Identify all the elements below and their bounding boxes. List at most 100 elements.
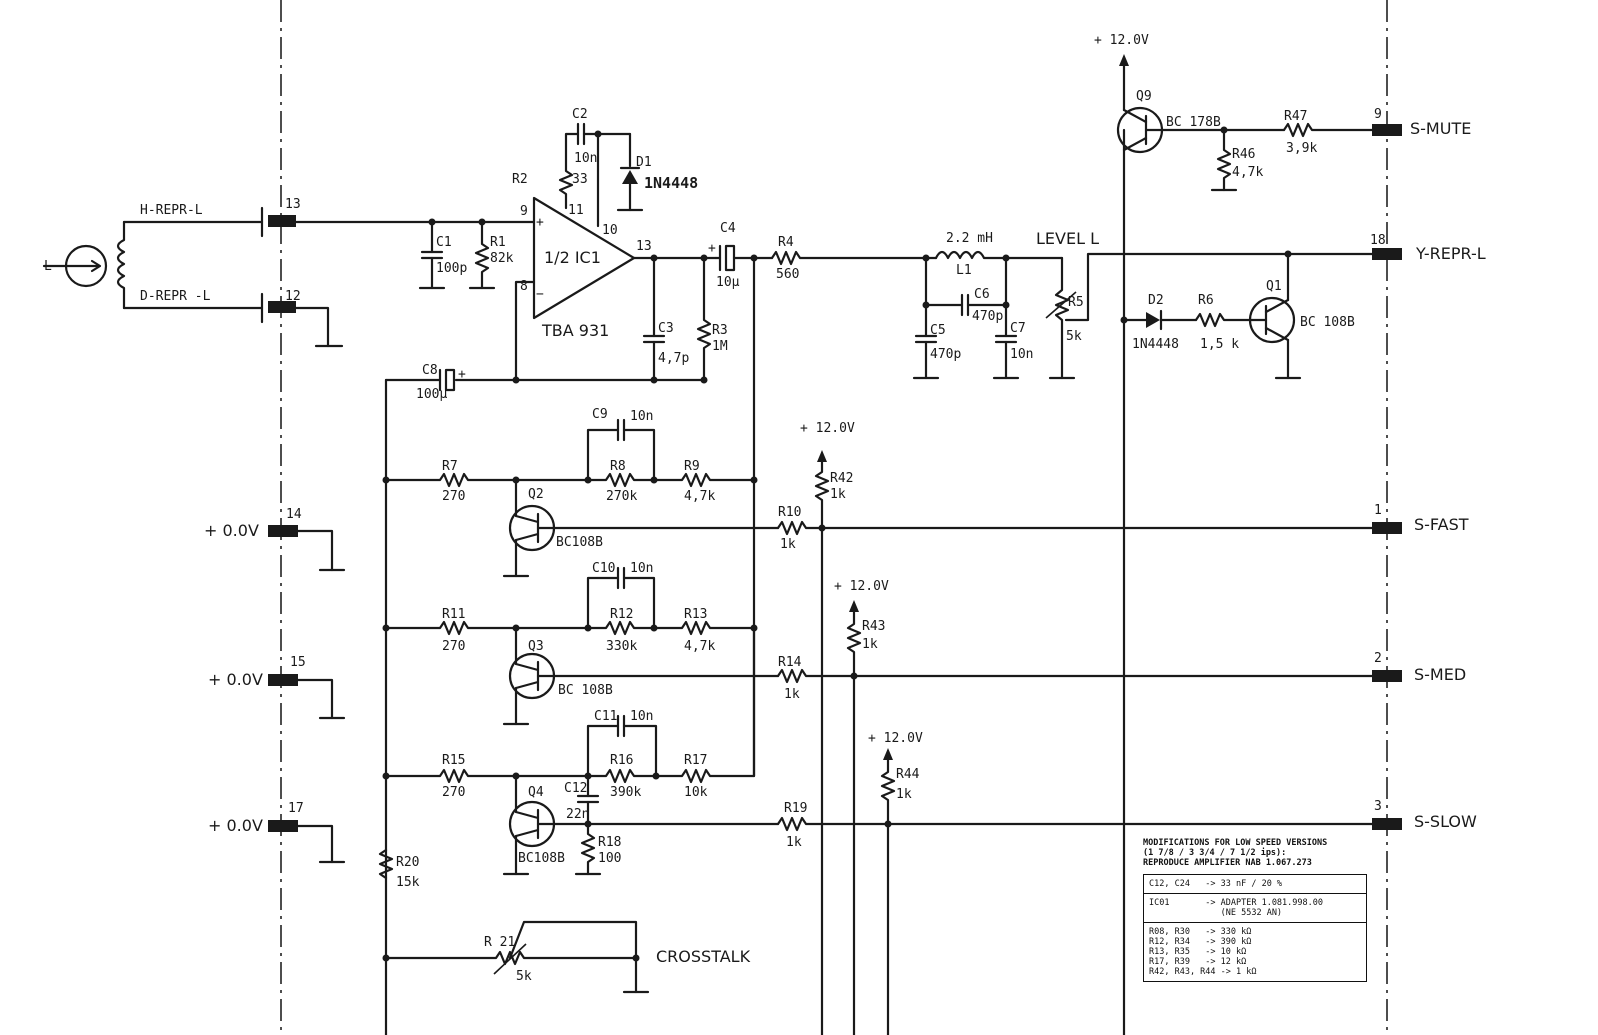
ic1-part: TBA 931 (541, 321, 609, 340)
r47-label: R47 (1284, 109, 1307, 124)
pin-15-label: 15 (290, 655, 306, 670)
r44-supply-label: + 12.0V (868, 731, 923, 746)
r44-label: R44 (896, 767, 920, 782)
c6-label: C6 (974, 287, 990, 302)
pin-18-label: 18 (1370, 233, 1386, 248)
r13-label: R13 (684, 607, 707, 622)
pin-12-label: 12 (285, 289, 301, 304)
r17-value: 10k (684, 785, 708, 800)
r42-value: 1k (830, 487, 846, 502)
r12-value: 330k (606, 639, 637, 654)
c11-label: C11 (594, 709, 617, 724)
note-title: MODIFICATIONS FOR LOW SPEED VERSIONS (1 … (1143, 838, 1328, 868)
pin-13-label: 13 (285, 197, 301, 212)
transistor-q3 (502, 626, 780, 726)
r2-label: R2 (512, 172, 528, 187)
c3-label: C3 (658, 321, 674, 336)
note-row-1: C12, C24 -> 33 nF / 20 % (1143, 874, 1367, 894)
ic-pin-10: 10 (602, 223, 618, 238)
c4-label: C4 (720, 221, 736, 236)
c5-value: 470p (930, 347, 961, 362)
r18-label: R18 (598, 835, 621, 850)
c12-label: C12 (564, 781, 587, 796)
s-mute-label: S-MUTE (1410, 119, 1471, 138)
r18-value: 100 (598, 851, 621, 866)
pin-9 (1372, 124, 1402, 136)
pin-9-label: 9 (1374, 107, 1382, 122)
c1-value: 100p (436, 261, 467, 276)
d1-label: D1 (636, 155, 652, 170)
r42-label: R42 (830, 471, 853, 486)
r20-label: R20 (396, 855, 419, 870)
d1-value: 1N4448 (644, 174, 698, 192)
r14-label: R14 (778, 655, 802, 670)
r3-label: R3 (712, 323, 728, 338)
l1-label: L1 (956, 263, 972, 278)
d2-label: D2 (1148, 293, 1164, 308)
r13-value: 4,7k (684, 639, 715, 654)
c11-value: 10n (630, 709, 653, 724)
q1-label: Q1 (1266, 279, 1282, 294)
pin-3 (1372, 818, 1402, 830)
pin-14-voltage: + 0.0V (204, 521, 259, 540)
r16-value: 390k (610, 785, 641, 800)
c12-value: 22n (566, 807, 589, 822)
note-row-2: IC01 -> ADAPTER 1.081.998.00 (NE 5532 AN… (1143, 894, 1367, 923)
opamp-ic1 (532, 196, 636, 320)
s-fast-label: S-FAST (1414, 515, 1469, 534)
opamp-minus: − (536, 287, 544, 302)
c9-label: C9 (592, 407, 608, 422)
r14-value: 1k (784, 687, 800, 702)
c5-label: C5 (930, 323, 946, 338)
pin-2-label: 2 (1374, 651, 1382, 666)
transistor-q9 (1116, 106, 1286, 154)
r1-value: 82k (490, 251, 514, 266)
c2-value: 10n (574, 151, 597, 166)
s-slow-label: S-SLOW (1414, 812, 1477, 831)
q9-label: Q9 (1136, 89, 1152, 104)
ic-pin-11: 11 (568, 203, 584, 218)
c6-value: 470p (972, 309, 1003, 324)
q3-value: BC 108B (558, 683, 613, 698)
r10-value: 1k (780, 537, 796, 552)
pin-15 (268, 674, 298, 686)
r15-value: 270 (442, 785, 465, 800)
pin-18 (1372, 248, 1402, 260)
pin-13 (268, 215, 296, 227)
q9-supply-label: + 12.0V (1094, 33, 1149, 48)
r6-label: R6 (1198, 293, 1214, 308)
pin-2 (1372, 670, 1402, 682)
c7-value: 10n (1010, 347, 1033, 362)
pin-3-label: 3 (1374, 799, 1382, 814)
r9-label: R9 (684, 459, 700, 474)
s-med-label: S-MED (1414, 665, 1466, 684)
r16-label: R16 (610, 753, 633, 768)
r7-label: R7 (442, 459, 458, 474)
r9-value: 4,7k (684, 489, 715, 504)
note-box-background (1138, 832, 1374, 1035)
r43-supply-label: + 12.0V (834, 579, 889, 594)
c2-label: C2 (572, 107, 588, 122)
ic1-label: 1/2 IC1 (544, 248, 601, 267)
c8-value: 100µ (416, 387, 447, 402)
opamp-plus: + (536, 215, 544, 230)
q3-label: Q3 (528, 639, 544, 654)
r3-value: 1M (712, 339, 728, 354)
pin-1 (1372, 522, 1402, 534)
r5-label: R5 (1068, 295, 1084, 310)
diode-d1 (616, 132, 644, 212)
modification-note: MODIFICATIONS FOR LOW SPEED VERSIONS (1 … (1143, 838, 1367, 982)
c7-label: C7 (1010, 321, 1026, 336)
r12-label: R12 (610, 607, 633, 622)
playback-head-symbol (42, 220, 126, 310)
r47-value: 3,9k (1286, 141, 1317, 156)
r10-label: R10 (778, 505, 801, 520)
r44-value: 1k (896, 787, 912, 802)
level-l-label: LEVEL L (1036, 229, 1099, 248)
pin-17 (268, 820, 298, 832)
capacitor-c1 (418, 220, 446, 290)
r46-label: R46 (1232, 147, 1255, 162)
pin-14 (268, 525, 298, 537)
c9-value: 10n (630, 409, 653, 424)
r21-label: R 21 (484, 935, 515, 950)
